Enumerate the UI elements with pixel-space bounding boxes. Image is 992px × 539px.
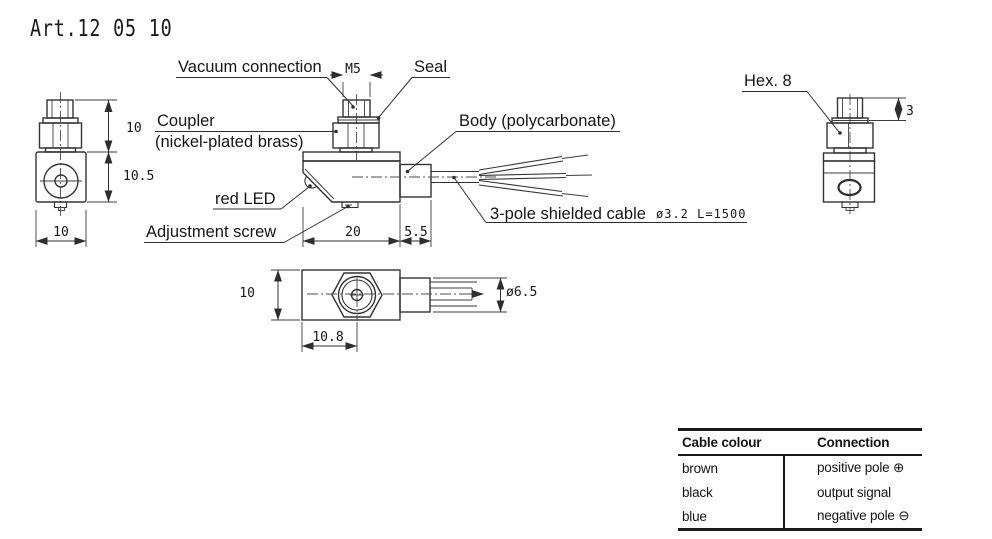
dim-cable-od: ø6.5 [506,285,537,300]
dim-cable-spec: ø3.2 L=1500 [656,207,746,221]
dim-front-top-height: 10 [126,121,142,136]
top-view-dimensions: 10 10.8 ø6.5 [239,269,537,352]
label-red-led: red LED [213,184,312,210]
svg-text:Coupler: Coupler [157,112,215,130]
coupler-hex [332,122,380,149]
cable-table: Cable colour Connection brown positive p… [678,428,922,531]
side-view [302,94,593,209]
cable-table-header: Cable colour Connection [678,431,922,456]
led-bump [304,175,318,189]
hex-nut [331,272,383,318]
table-row-blue: blue negative pole ⊖ [678,504,922,528]
callout-labels: Vacuum connection Seal Coupler (nickel-p… [144,58,842,243]
col-header-cable-colour: Cable colour [682,435,762,450]
label-body: Body (polycarbonate) [405,112,620,174]
dim-thread: M5 [345,62,361,77]
led-window [837,178,862,197]
right-view: 3 [822,94,914,214]
cable-gland-top [399,277,431,313]
label-seal: Seal [376,58,450,120]
svg-text:Seal: Seal [414,58,447,76]
dim-top-hex-offset: 10.8 [312,330,343,345]
cable-gland [399,163,432,198]
body-outline [302,160,401,203]
svg-text:Hex. 8: Hex. 8 [744,72,792,90]
svg-text:Vacuum connection: Vacuum connection [178,58,322,76]
cell-colour: blue [682,508,707,524]
page-title: Art.12 05 10 [30,16,173,42]
cable-wires [478,154,593,197]
label-cable: 3-pole shielded cable ø3.2 L=1500 [452,175,747,223]
cell-connection: negative pole ⊖ [783,504,922,528]
table-row-brown: brown positive pole ⊕ [678,456,922,480]
dim-side-gland-length: 5.5 [404,225,427,240]
label-vacuum-connection: Vacuum connection [176,58,355,109]
dim-front-width: 10 [53,225,69,240]
dim-top-width: 10 [239,286,255,301]
top-view [301,269,484,352]
dim-front-body-height: 10.5 [123,169,154,184]
svg-text:Adjustment screw: Adjustment screw [146,223,276,241]
table-row-black: black output signal [678,480,922,504]
body-top-plate [302,151,401,162]
adjustment-screw-tab [341,201,359,209]
label-adjustment-screw: Adjustment screw [144,204,350,243]
label-hex: Hex. 8 [742,72,842,135]
dim-side-body-length: 20 [345,225,361,240]
cell-colour: brown [682,460,718,476]
svg-text:red LED: red LED [215,190,276,208]
svg-text:(nickel-plated brass): (nickel-plated brass) [155,133,304,151]
svg-text:Body (polycarbonate): Body (polycarbonate) [459,112,616,130]
svg-text:3-pole shielded cable: 3-pole shielded cable [490,205,646,223]
front-view-dimensions: 10 10.5 10 [35,99,154,247]
dim-thread-height: 3 [906,104,914,119]
cell-connection: positive pole ⊕ [783,456,922,480]
cell-connection: output signal [783,480,922,504]
front-view [35,92,87,216]
side-view-dimensions: M5 20 5.5 [302,62,432,247]
label-coupler: Coupler (nickel-plated brass) [155,112,338,151]
col-header-connection: Connection [817,435,890,450]
cell-colour: black [682,484,713,500]
